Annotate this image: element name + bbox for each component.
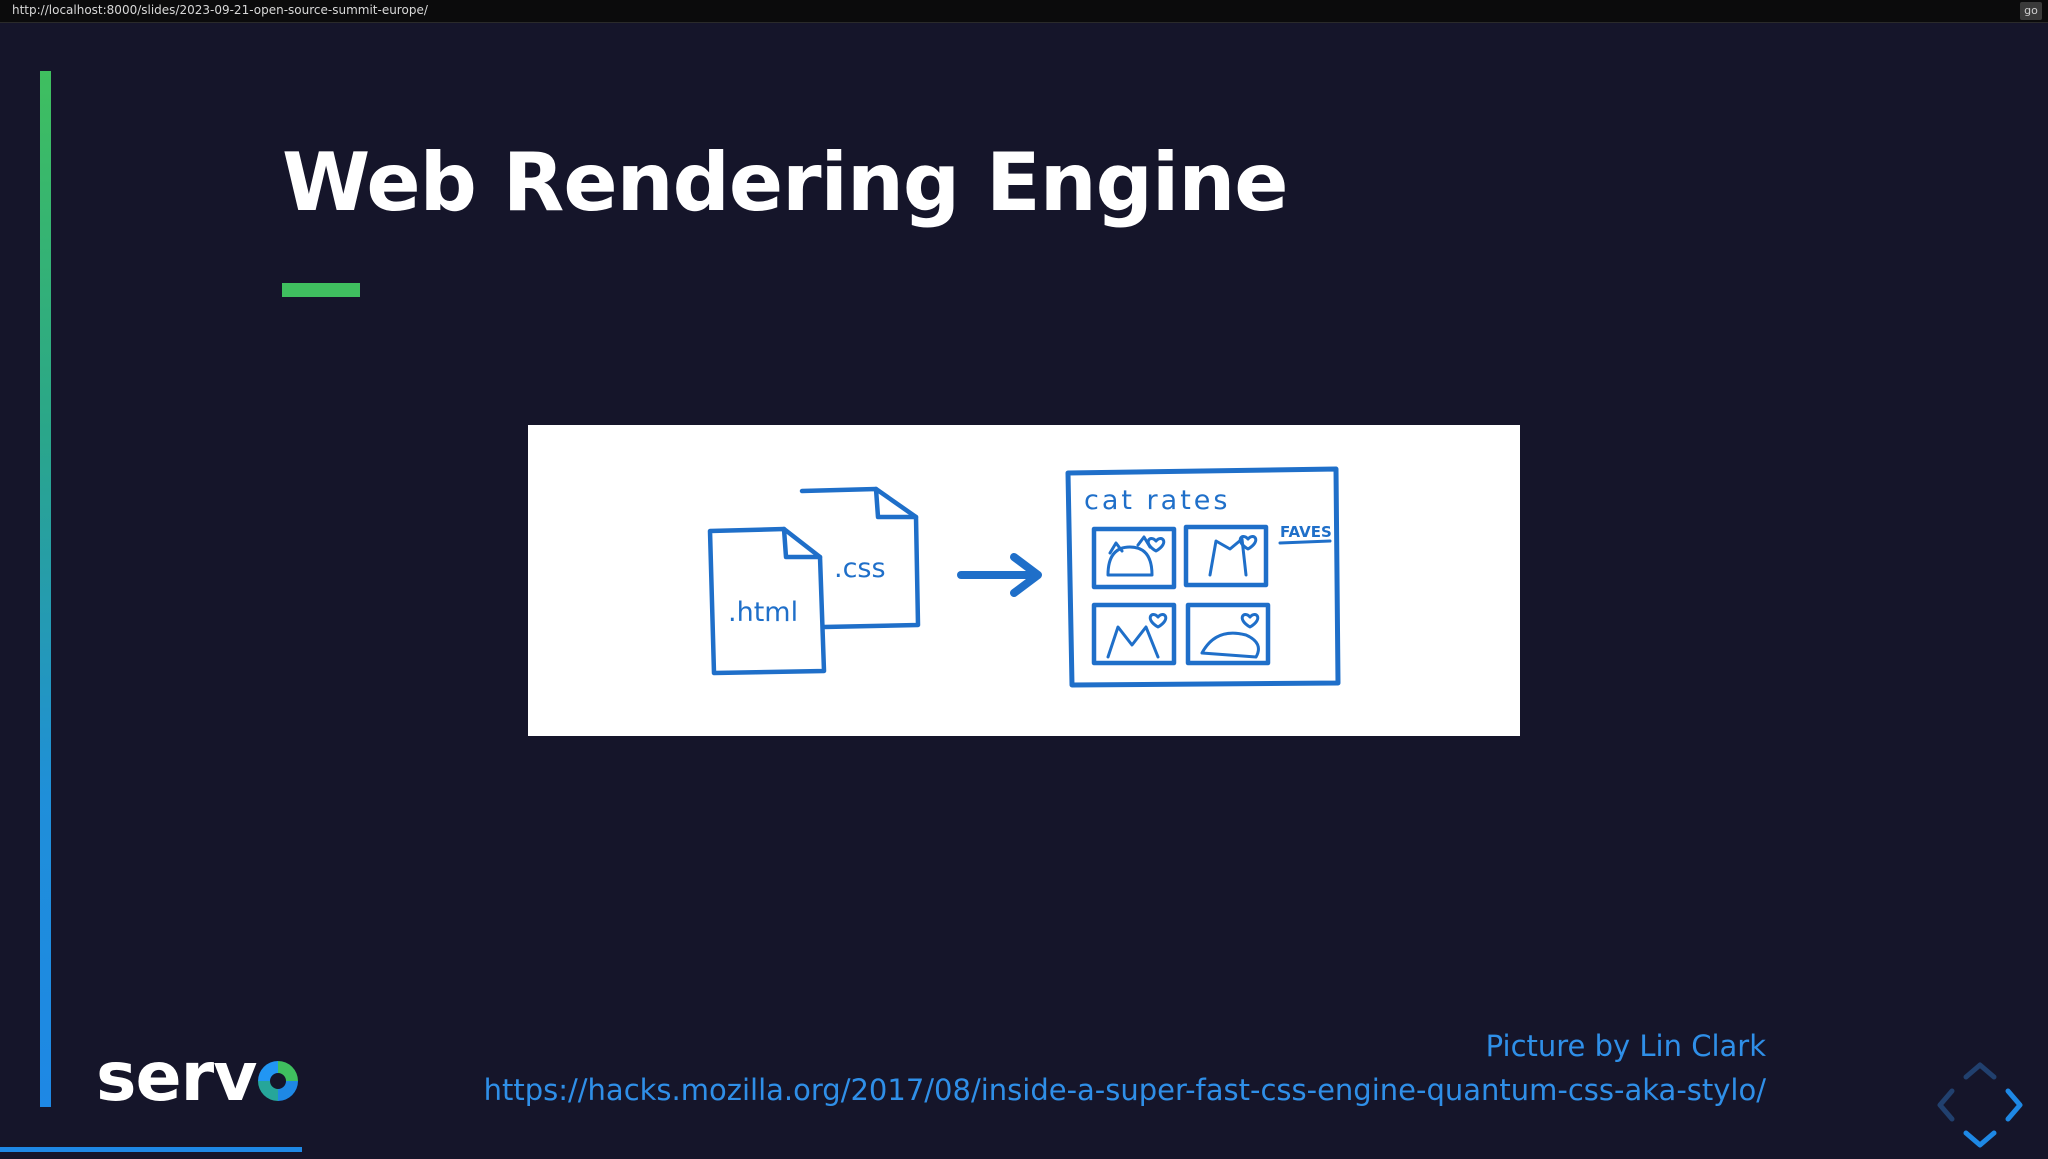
slide: Web Rendering Engine [0, 23, 2048, 1152]
browser-address-bar[interactable]: http://localhost:8000/slides/2023-09-21-… [0, 0, 2048, 23]
chevron-left-icon[interactable] [1937, 1088, 1955, 1122]
html-file-label: .html [728, 597, 798, 628]
title-underline [282, 283, 360, 297]
html-document-icon [707, 526, 827, 676]
illustration-drawing: .css .html cat rates FAVES [707, 466, 1341, 688]
image-credit: Picture by Lin Clark https://hacks.mozil… [484, 1029, 1766, 1107]
chevron-up-icon[interactable] [1963, 1062, 1997, 1080]
slide-navigation [1930, 1055, 2030, 1155]
url-text[interactable]: http://localhost:8000/slides/2023-09-21-… [12, 3, 428, 17]
rendering-illustration: .css .html cat rates FAVES [528, 425, 1520, 736]
servo-wordmark: serv [96, 1038, 257, 1117]
chevron-down-icon[interactable] [1963, 1130, 1997, 1148]
chevron-right-icon[interactable] [2005, 1088, 2023, 1122]
side-accent-bar [40, 71, 51, 1107]
css-file-label: .css [834, 553, 886, 584]
servo-ring-icon [258, 1061, 299, 1101]
slide-progress-bar [0, 1147, 302, 1152]
source-link[interactable]: https://hacks.mozilla.org/2017/08/inside… [483, 1073, 1766, 1107]
slide-title: Web Rendering Engine [282, 136, 1289, 229]
go-button[interactable]: go [2020, 2, 2042, 20]
faves-label: FAVES [1280, 523, 1332, 541]
credit-text: Picture by Lin Clark [1485, 1029, 1766, 1063]
screen-heading: cat rates [1084, 485, 1230, 516]
arrow-right-icon [957, 553, 1042, 597]
webpage-screen-icon [1065, 466, 1341, 688]
servo-logo: serv [96, 1041, 300, 1115]
